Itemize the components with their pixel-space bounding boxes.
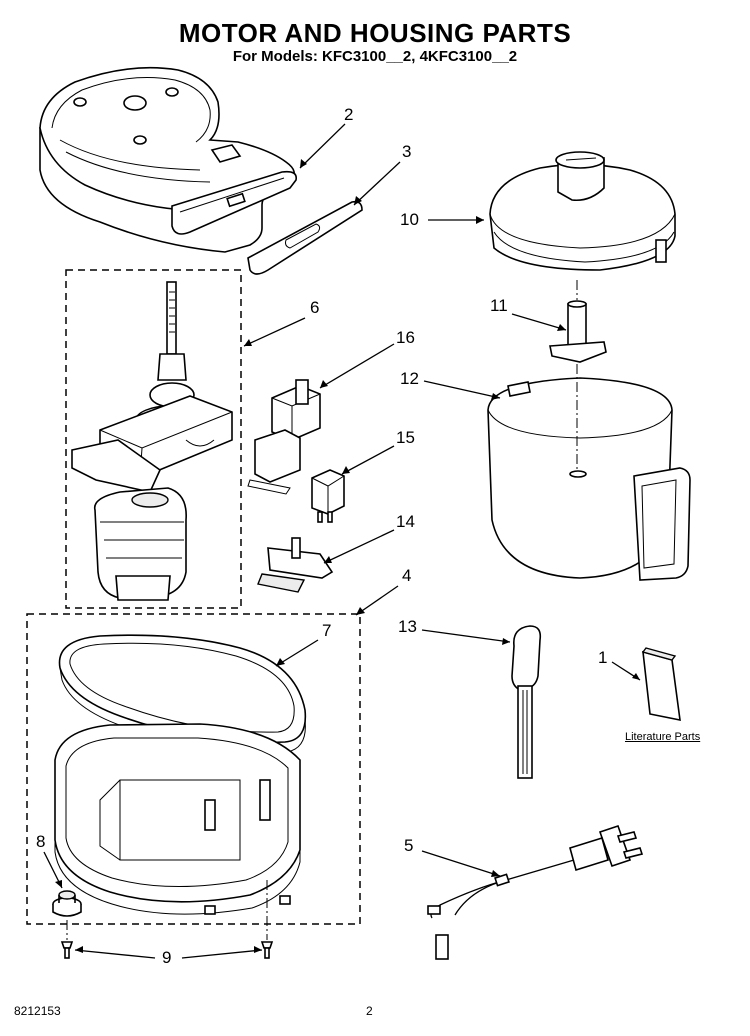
document-number: 8212153	[14, 1004, 61, 1018]
actuator-part-14	[257, 537, 334, 593]
base-top-part-7	[58, 634, 307, 753]
callout-3: 3	[402, 142, 412, 161]
callout-2: 2	[344, 105, 354, 124]
callout-8: 8	[36, 832, 46, 851]
spatula-part-13	[511, 625, 542, 779]
leader-lines	[43, 123, 641, 959]
work-bowl-part-12	[487, 377, 691, 581]
callout-13: 13	[398, 617, 417, 636]
callout-5: 5	[404, 836, 414, 855]
foot-part-8	[52, 890, 82, 917]
callout-9: 9	[162, 948, 172, 967]
callout-15: 15	[396, 428, 415, 447]
alignment-axes	[66, 280, 578, 940]
model-subtitle: For Models: KFC3100__2, 4KFC3100__2	[232, 48, 518, 65]
literature-part-1	[641, 647, 681, 722]
blade-adapter-part-11	[549, 300, 607, 363]
motor-assembly-part-6	[71, 281, 233, 601]
callout-12: 12	[400, 369, 419, 388]
callout-4: 4	[402, 566, 412, 585]
screws-part-9	[60, 941, 274, 959]
callout-10: 10	[400, 210, 419, 229]
callout-6: 6	[310, 298, 320, 317]
callout-7: 7	[322, 621, 332, 640]
power-cord-part-5	[427, 824, 644, 960]
base-housing-part-4	[54, 723, 301, 915]
base-assembly-group-box	[26, 613, 361, 925]
callout-16: 16	[396, 328, 415, 347]
bowl-cover-part-10	[489, 151, 676, 271]
page-title: MOTOR AND HOUSING PARTS	[178, 18, 572, 48]
motor-assembly-group-box	[65, 269, 242, 609]
literature-parts-label: Literature Parts	[625, 731, 701, 743]
callout-14: 14	[396, 512, 415, 531]
trim-strip-part-3	[247, 200, 363, 275]
page-number: 2	[366, 1004, 373, 1018]
bracket-part-16	[247, 379, 321, 495]
switch-part-15	[311, 469, 345, 523]
callout-11: 11	[490, 296, 508, 315]
callout-1: 1	[598, 648, 608, 667]
top-cover-part-2	[39, 66, 298, 253]
